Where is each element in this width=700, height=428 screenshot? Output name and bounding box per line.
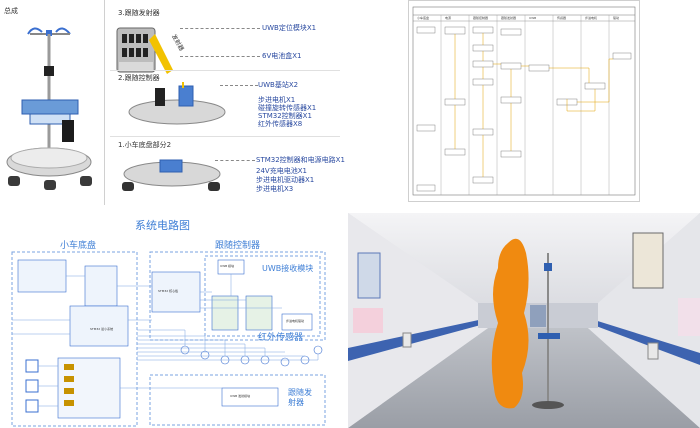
- stm32-core-label: STM32 核心板: [158, 289, 179, 293]
- assembly-panel: 总成 3.跟随发射器 发射器 UWB定位模块X1 6V电池盒X1 2.跟随控制器: [0, 0, 345, 205]
- corridor-scene: [348, 213, 700, 428]
- swimlane-grid: [412, 6, 636, 196]
- iv-cart-drawing: [6, 27, 92, 190]
- lane-label: 跟随发射器: [501, 16, 517, 20]
- section-emitter-label: 跟随发射器: [288, 388, 312, 407]
- section-chassis-label: 小车底盘: [60, 241, 97, 251]
- hospital-photo: [348, 213, 700, 428]
- lane-label: 小车底盘: [417, 16, 430, 20]
- part-label: STM32控制器X1: [258, 112, 312, 120]
- lane-label: 电源: [445, 16, 452, 20]
- part-label: STM32控制器和电源电路X1: [256, 156, 345, 164]
- part-label: 6V电池盒X1: [262, 52, 302, 60]
- part-label: 步进电机X3: [256, 185, 294, 193]
- emitter-drawing: [116, 27, 173, 74]
- part-label: 24V充电电池X1: [256, 167, 307, 175]
- lane-label: 步进电机: [585, 16, 598, 20]
- lane-label: UWB: [529, 16, 537, 20]
- lane-label: 传感器: [557, 16, 567, 20]
- section-controller-label: 跟随控制器: [215, 241, 261, 251]
- part-label: 步进电机驱动器X1: [256, 176, 315, 184]
- section-title-chassis: 1.小车底盘部分2: [118, 141, 172, 149]
- part-label: UWB定位模块X1: [262, 24, 317, 32]
- part-label: UWB基站X2: [258, 81, 299, 89]
- flowchart-panel: 小车底盘 电源 跟随控制器 跟随发射器 UWB 传感器 步进电机 驱动: [408, 0, 640, 202]
- stm32-label: STM32 最小系统: [90, 327, 114, 331]
- uwb-module-label: UWB 模块: [220, 264, 235, 268]
- lane-label: 跟随控制器: [473, 16, 489, 20]
- part-label: 红外传感器X8: [258, 120, 303, 128]
- section-title-emitter: 3.跟随发射器: [118, 9, 160, 17]
- controller-drawing: [128, 82, 226, 125]
- chassis-drawing: [122, 159, 221, 191]
- section-title-controller: 2.跟随控制器: [118, 74, 160, 82]
- emitter-box-label: UWB 发射模块: [230, 394, 251, 398]
- motor-driver-label: 步进电机驱动: [286, 319, 305, 323]
- part-label: 步进电机X1: [258, 96, 296, 104]
- circuit-diagram: [11, 251, 326, 427]
- part-label: 碰撞旋转传感器X1: [258, 104, 317, 112]
- section-uwb-label: UWB接收模块: [262, 264, 314, 273]
- section-ir-label: 红外传感器: [258, 333, 304, 343]
- lane-label: 驱动: [613, 16, 620, 20]
- overall-label: 总成: [4, 7, 18, 15]
- circuit-panel: 系统电路图 小车底盘 跟随控制器: [0, 210, 345, 428]
- circuit-title: 系统电路图: [135, 219, 190, 232]
